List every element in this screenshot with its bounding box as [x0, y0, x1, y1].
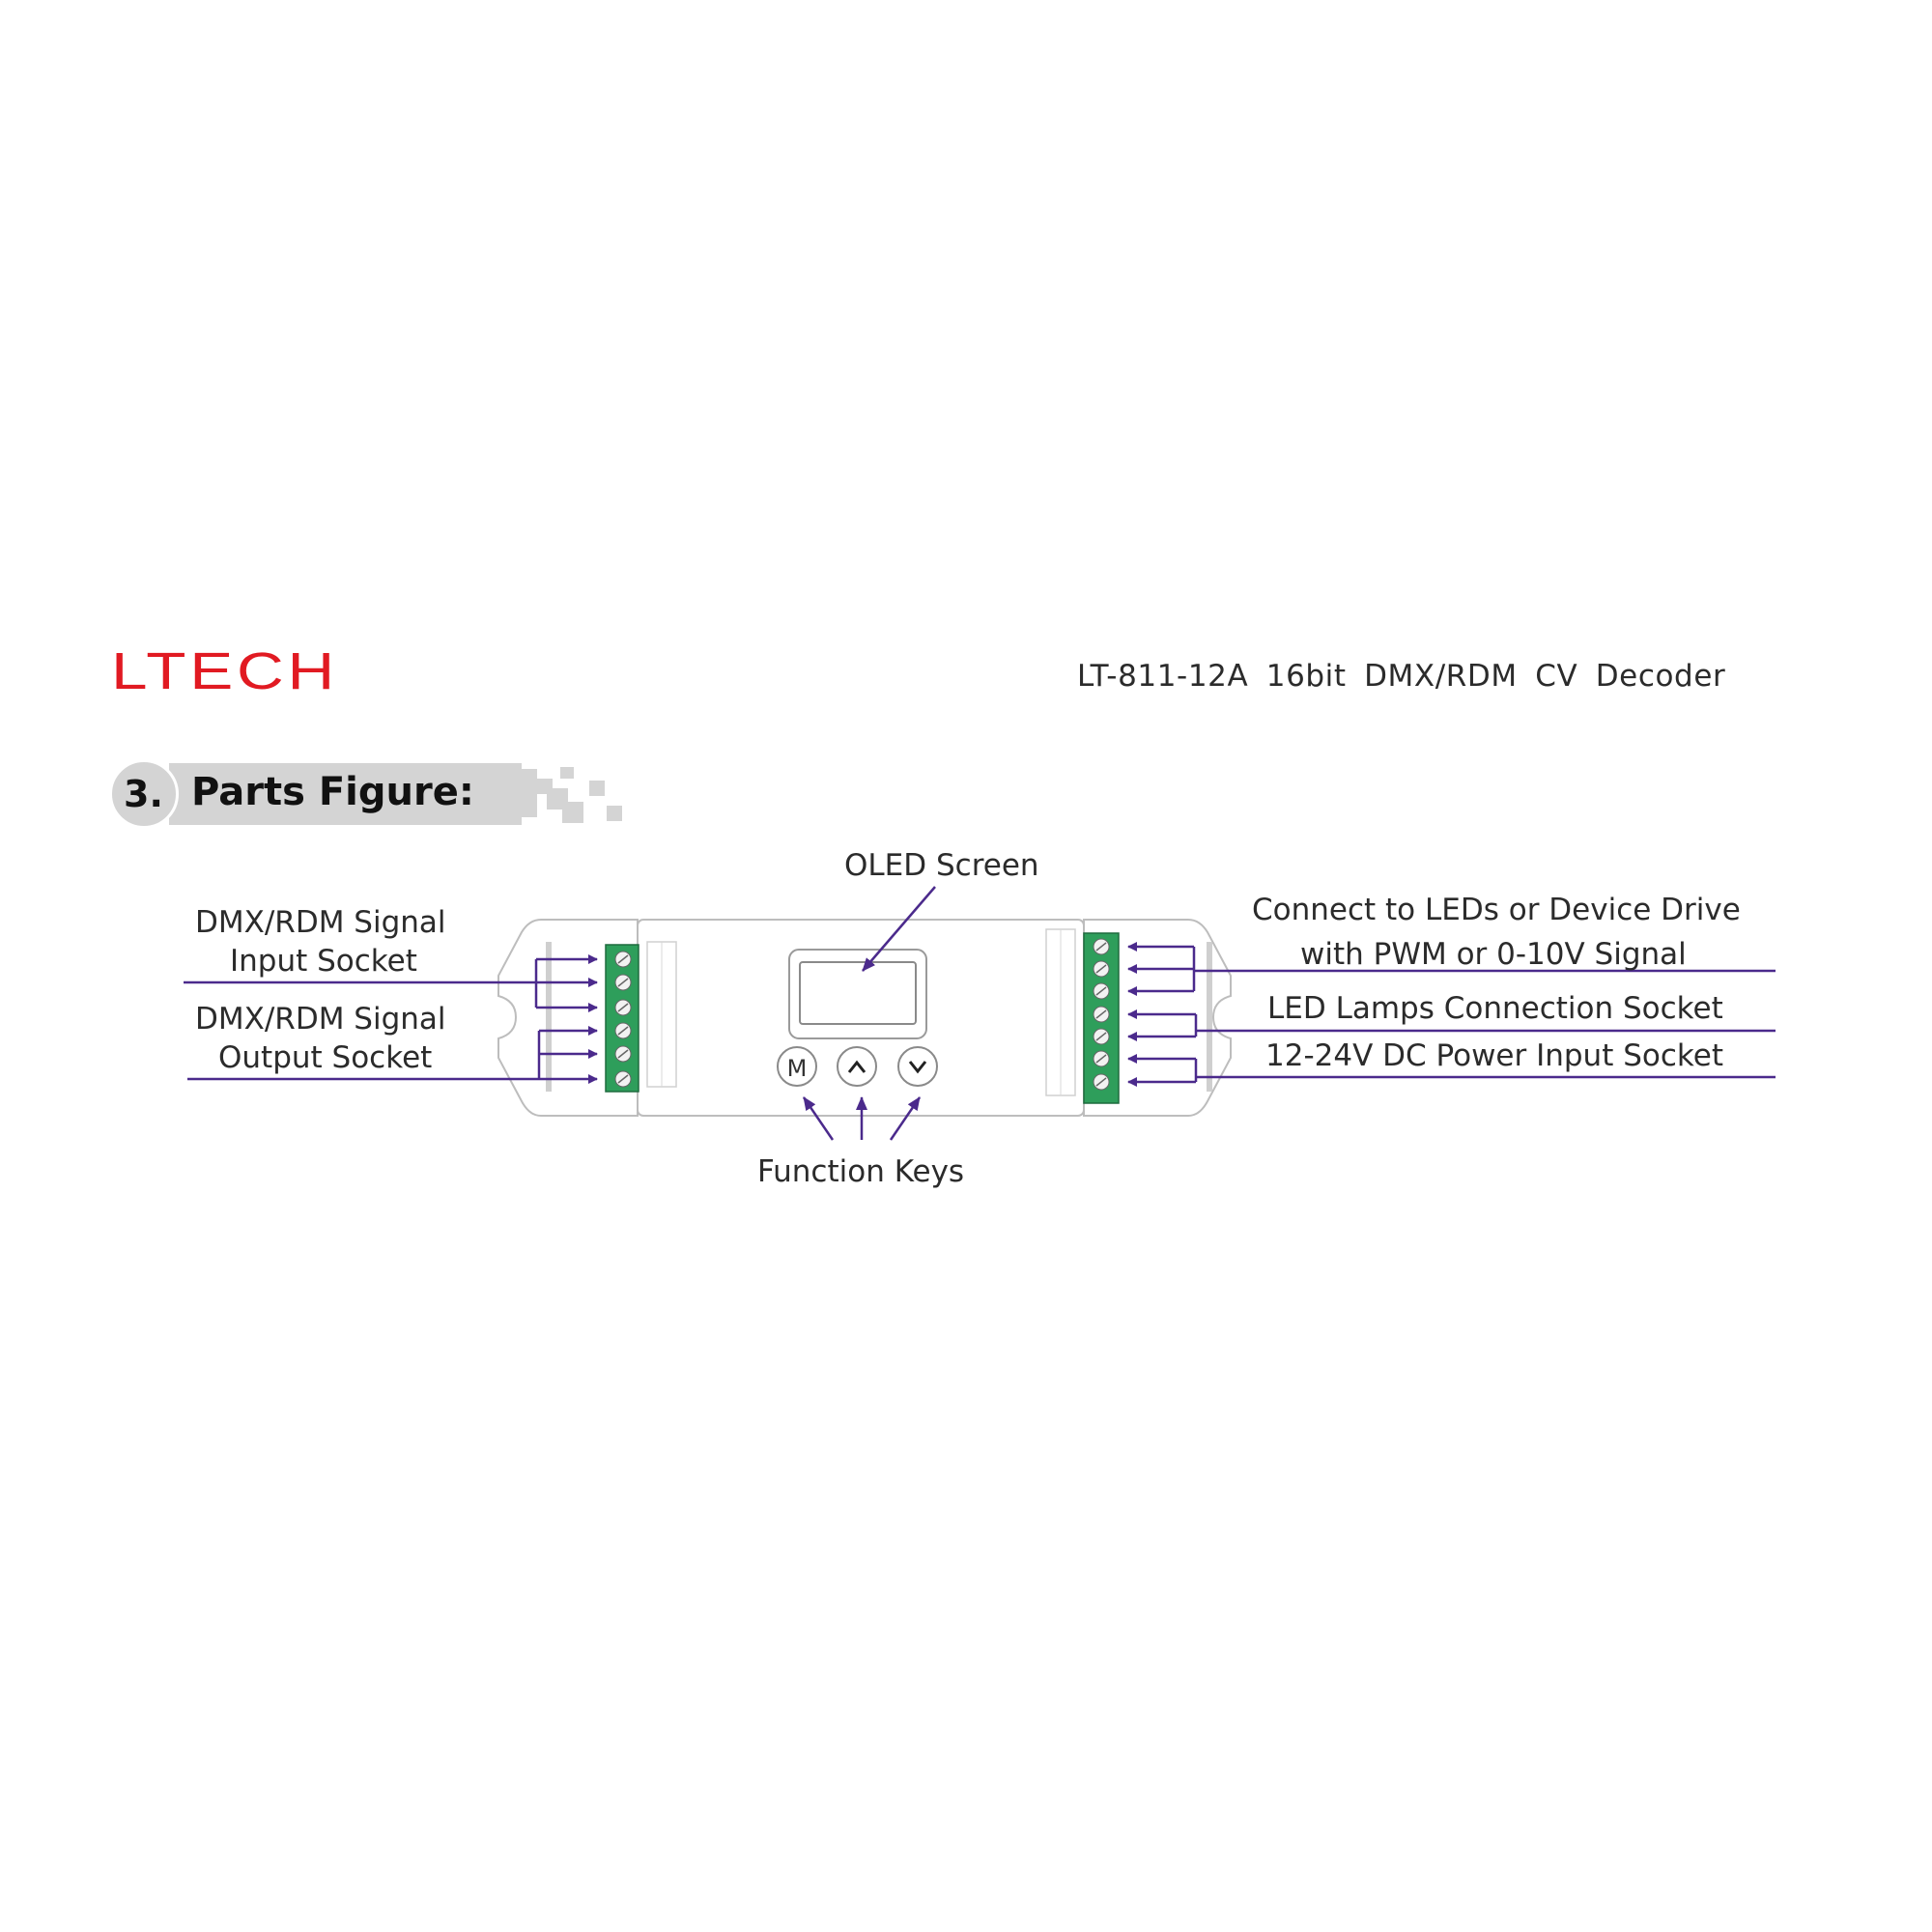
left-terminal-block: [605, 944, 639, 1093]
section-title: Parts Figure:: [191, 770, 474, 814]
document-title: LT-811-12A 16bit DMX/RDM CV Decoder: [1077, 659, 1726, 694]
function-key-up[interactable]: [837, 1046, 877, 1087]
label-function-keys: Function Keys: [757, 1154, 965, 1189]
svg-text:M: M: [787, 1055, 808, 1082]
function-key-pointers: [802, 1096, 922, 1141]
label-power-input-socket: 12-24V DC Power Input Socket: [1265, 1038, 1723, 1073]
oled-pointer-line: [862, 886, 936, 972]
right-leader-lines: [1127, 942, 1776, 1087]
function-key-down[interactable]: [897, 1046, 938, 1087]
label-led-lamps-socket: LED Lamps Connection Socket: [1267, 991, 1723, 1026]
left-mounting-ear: [497, 919, 639, 1117]
section-header-bar: [169, 763, 522, 825]
function-key-m[interactable]: M: [777, 1046, 817, 1087]
ltech-logo: LTECH: [111, 642, 339, 700]
section-number-badge: [109, 759, 179, 829]
section-number: 3.: [124, 773, 163, 815]
right-terminal-block: [1083, 932, 1120, 1104]
oled-screen: [788, 949, 927, 1039]
left-leader-lines: [184, 954, 598, 1084]
label-oled-screen: OLED Screen: [844, 848, 1039, 883]
